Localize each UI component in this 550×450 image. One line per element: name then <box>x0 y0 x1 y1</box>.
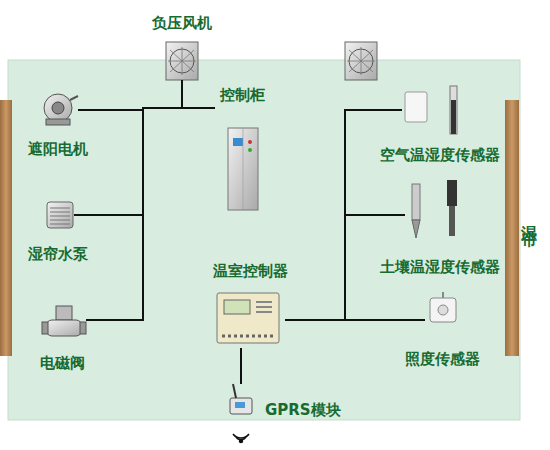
motor-icon <box>44 94 78 125</box>
wireless-symbol <box>233 434 249 443</box>
device-label: 电磁阀 <box>40 354 85 372</box>
fan-wire <box>181 80 183 108</box>
device-node: GPRS模块 <box>228 384 254 416</box>
device-node: 遮阳电机 <box>42 92 78 128</box>
device-label: 湿帘水泵 <box>28 245 88 263</box>
exhaust-fan <box>166 42 198 80</box>
device-label: 照度传感器 <box>405 350 480 368</box>
signal-wire <box>285 215 405 320</box>
air-sensor-icon <box>405 86 457 134</box>
curtain-label: 湿帘 <box>520 212 538 220</box>
exhaust-fan <box>345 42 377 80</box>
signal-wire <box>285 319 425 321</box>
soil-sensor-icon <box>412 180 457 238</box>
greenhouse-controller <box>217 293 279 343</box>
light-sensor-icon <box>430 292 456 322</box>
signal-wire <box>240 348 242 384</box>
device-node: 照度传感器 <box>425 292 459 326</box>
device-node: 电磁阀 <box>44 304 86 340</box>
greenhouse-floor <box>8 60 520 420</box>
signal-wire <box>74 108 215 215</box>
device-label: 土壤温湿度传感器 <box>380 258 500 276</box>
wet-curtain-left <box>0 100 12 356</box>
wet-curtain-right <box>505 100 519 356</box>
signal-wire <box>86 108 215 320</box>
device-label: 遮阳电机 <box>28 140 88 158</box>
device-label: 控制柜 <box>220 86 265 104</box>
valve-icon <box>42 306 86 336</box>
device-node: 空气温湿度传感器 <box>402 84 462 138</box>
device-node: 温室控制器 <box>205 262 285 348</box>
pump-icon <box>47 202 73 228</box>
signal-wire <box>78 108 215 110</box>
device-node: 土壤温湿度传感器 <box>405 178 465 242</box>
device-label: 空气温湿度传感器 <box>380 146 500 164</box>
signal-wire <box>285 110 402 320</box>
device-node: 湿帘水泵 <box>46 200 74 232</box>
device-label: GPRS模块 <box>265 401 341 419</box>
fan-label: 负压风机 <box>152 14 212 32</box>
device-label: 温室控制器 <box>213 262 288 280</box>
control-cabinet <box>228 128 258 210</box>
device-node: 控制柜 <box>215 86 262 212</box>
gprs-device <box>230 384 252 414</box>
